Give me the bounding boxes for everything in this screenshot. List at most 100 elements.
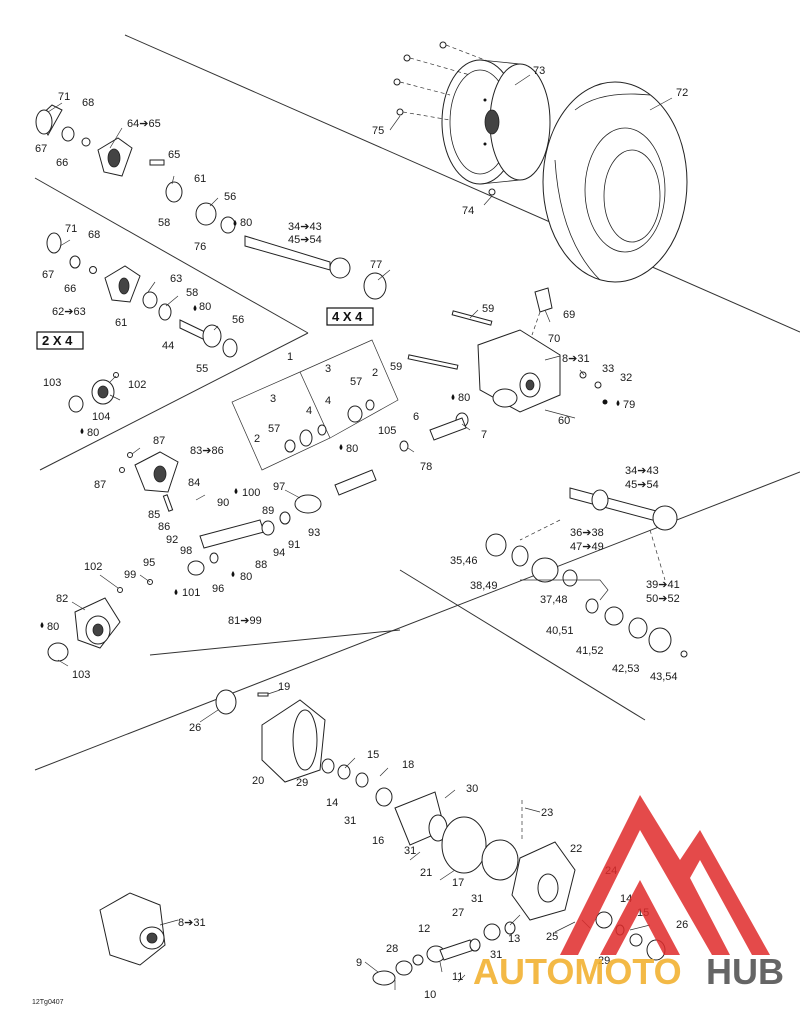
part-label: 2 xyxy=(254,433,260,445)
part-label: 97 xyxy=(273,481,285,493)
part-label: 87 xyxy=(153,435,165,447)
part-label: 4 xyxy=(306,405,312,417)
box-label-2x4: 2 X 4 xyxy=(36,331,84,350)
part-label: 80 xyxy=(240,217,252,229)
part-label: 41,52 xyxy=(576,645,604,657)
part-label: 34➔43 xyxy=(288,221,322,233)
part-label: 67 xyxy=(35,143,47,155)
part-label: 20 xyxy=(252,775,264,787)
watermark-text: AUTOMOTO HUB xyxy=(473,951,784,992)
part-label: 31 xyxy=(344,815,356,827)
part-label: 56 xyxy=(224,191,236,203)
watermark-text-part-b: HUB xyxy=(706,951,784,992)
part-label: 25 xyxy=(546,931,558,943)
part-label: 38,49 xyxy=(470,580,498,592)
part-label: 94 xyxy=(273,547,285,559)
rear-differential-assembly xyxy=(215,689,666,961)
part-label: 93 xyxy=(308,527,320,539)
part-label: 28 xyxy=(386,943,398,955)
part-label: 83➔86 xyxy=(190,445,224,457)
part-label: 103 xyxy=(43,377,61,389)
part-label: 70 xyxy=(548,333,560,345)
wheel-rim xyxy=(441,59,551,185)
part-label: 80 xyxy=(87,427,99,439)
part-label: 75 xyxy=(372,125,384,137)
part-label: 39➔41 xyxy=(646,579,680,591)
part-label: 102 xyxy=(128,379,146,391)
front-differential-housing xyxy=(407,287,608,413)
part-label: 44 xyxy=(162,340,174,352)
part-label: 79 xyxy=(623,399,635,411)
part-label: 26 xyxy=(189,722,201,734)
part-label: 81➔99 xyxy=(228,615,262,627)
part-label: 47➔49 xyxy=(570,541,604,553)
part-label: 31 xyxy=(404,845,416,857)
part-label: 45➔54 xyxy=(625,479,659,491)
part-label: 2 xyxy=(372,367,378,379)
part-label: 40,51 xyxy=(546,625,574,637)
wheel-studs xyxy=(393,41,496,196)
part-label: 82 xyxy=(56,593,68,605)
part-label: 72 xyxy=(676,87,688,99)
part-label: 98 xyxy=(180,545,192,557)
part-label: 58 xyxy=(186,287,198,299)
part-label: 102 xyxy=(84,561,102,573)
part-label: 14 xyxy=(326,797,338,809)
drawing-code: 12Tg0407 xyxy=(32,999,64,1006)
part-label: 30 xyxy=(466,783,478,795)
part-label: 10 xyxy=(424,989,436,1001)
part-label: 56 xyxy=(232,314,244,326)
part-label: 31 xyxy=(471,893,483,905)
part-label: 8➔31 xyxy=(178,917,206,929)
rear-left-hub xyxy=(47,579,153,662)
part-label: 65 xyxy=(168,149,180,161)
part-label: 92 xyxy=(166,534,178,546)
part-label: 26 xyxy=(676,919,688,931)
front-output-shafts xyxy=(399,412,469,452)
svg-text:2 X 4: 2 X 4 xyxy=(42,333,73,348)
part-label: 69 xyxy=(563,309,575,321)
part-label: 74 xyxy=(462,205,474,217)
part-label: 37,48 xyxy=(540,594,568,606)
part-label: 66 xyxy=(64,283,76,295)
part-label: 6 xyxy=(413,411,419,423)
part-label: 104 xyxy=(92,411,110,423)
svg-text:4 X 4: 4 X 4 xyxy=(332,309,363,324)
part-label: 29 xyxy=(598,955,610,967)
part-label: 42,53 xyxy=(612,663,640,675)
part-label: 31 xyxy=(490,949,502,961)
part-label: 96 xyxy=(212,583,224,595)
differential-gear-set xyxy=(231,339,399,514)
part-label: 87 xyxy=(94,479,106,491)
rear-pinion-stack xyxy=(372,921,516,986)
part-label: 84 xyxy=(188,477,200,489)
part-label: 59 xyxy=(482,303,494,315)
part-label: 36➔38 xyxy=(570,527,604,539)
part-label: 11 xyxy=(452,971,463,983)
part-label: 18 xyxy=(402,759,414,771)
tire xyxy=(542,81,688,283)
part-label: 21 xyxy=(420,867,432,879)
part-label: 29 xyxy=(296,777,308,789)
part-label: 16 xyxy=(372,835,384,847)
automotohub-logo-icon xyxy=(560,795,770,955)
part-label: 80 xyxy=(47,621,59,633)
part-label: 35,46 xyxy=(450,555,478,567)
part-label: 8➔31 xyxy=(562,353,590,365)
part-label: 63 xyxy=(170,273,182,285)
part-label: 17 xyxy=(452,877,464,889)
part-label: 88 xyxy=(255,559,267,571)
part-label: 71 xyxy=(58,91,70,103)
driveshaft-yoke-assembly xyxy=(119,451,291,576)
box-label-4x4: 4 X 4 xyxy=(326,307,374,326)
part-label: 57 xyxy=(350,376,362,388)
part-label: 9 xyxy=(356,957,362,969)
part-label: 99 xyxy=(124,569,136,581)
part-label: 64➔65 xyxy=(127,118,161,130)
part-label: 78 xyxy=(420,461,432,473)
part-label: 67 xyxy=(42,269,54,281)
part-label: 7 xyxy=(481,429,487,441)
part-label: 55 xyxy=(196,363,208,375)
part-label: 27 xyxy=(452,907,464,919)
